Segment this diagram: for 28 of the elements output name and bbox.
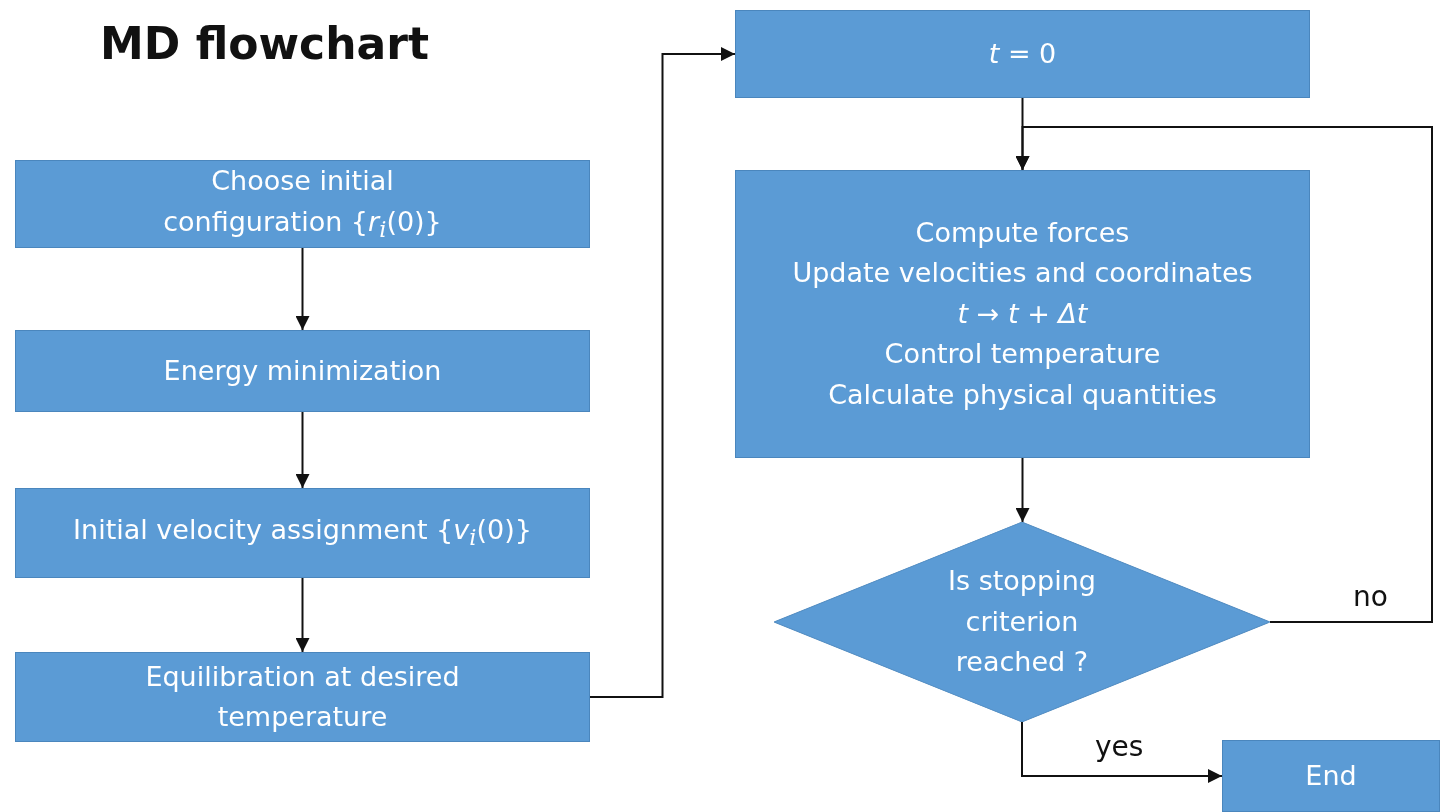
node-text: Compute forces <box>915 215 1130 250</box>
arrow <box>295 577 310 653</box>
node-text: Equilibration at desired temperature <box>144 659 461 734</box>
process-box <box>15 488 590 578</box>
process-box <box>735 170 1310 458</box>
node-text: Energy minimization <box>163 353 442 388</box>
node-text: Is stopping criterion reached ? <box>947 564 1097 680</box>
process-box <box>15 160 590 248</box>
node-text: t = 0 <box>988 36 1057 71</box>
arrow <box>295 247 310 331</box>
node-text: Calculate physical quantities <box>828 377 1217 412</box>
decision-diamond <box>774 522 1270 722</box>
arrow <box>295 411 310 489</box>
terminal-box <box>1222 740 1440 812</box>
node-text: Control temperature <box>884 337 1161 372</box>
process-box <box>15 330 590 412</box>
process-box <box>15 652 590 742</box>
node-text: Update velocities and coordinates <box>792 256 1253 291</box>
node-text: Choose initial configuration {r$_{i}$(0)} <box>162 164 443 245</box>
arrow <box>1021 721 1223 783</box>
flowchart-title: MD flowchart <box>100 18 429 69</box>
node-text: End <box>1305 758 1357 793</box>
node-text: Initial velocity assignment {v$_{i}$(0)} <box>73 513 532 553</box>
arrow <box>1015 126 1433 623</box>
process-box <box>735 10 1310 98</box>
node-text: t → t + Δt <box>957 296 1088 331</box>
arrow <box>589 47 736 698</box>
arrow <box>1015 457 1030 523</box>
